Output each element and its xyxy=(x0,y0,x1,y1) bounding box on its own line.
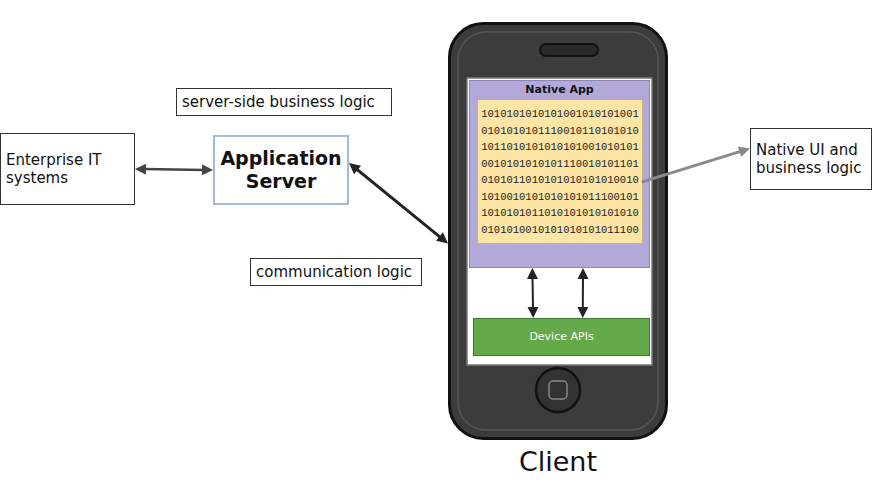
native-app-panel: Native App 1010101010101001010101001 0101… xyxy=(469,80,650,268)
arrow-head xyxy=(436,232,448,243)
node-text: server-side business logic xyxy=(182,93,375,111)
note-box: Native UI and business logic xyxy=(750,128,872,190)
node-text: communication logic xyxy=(256,263,412,281)
node-text: Client xyxy=(448,446,668,478)
arrow-head xyxy=(349,163,361,174)
arrow-head xyxy=(135,164,146,175)
system-box: Enterprise IT systems xyxy=(0,133,135,205)
node-text: Application Server xyxy=(220,147,342,193)
note-box: server-side business logic xyxy=(176,88,392,116)
note-box: communication logic xyxy=(250,258,422,286)
device-api-bar: Device APIs xyxy=(473,318,650,356)
connector-line xyxy=(356,169,441,238)
connector-arrow xyxy=(135,164,213,176)
node-text: Device APIs xyxy=(529,330,593,343)
binary-code-block: 1010101010101001010101001 01010101011100… xyxy=(477,99,643,244)
phone-client: ClientNative App101010101010100101010100… xyxy=(448,22,668,440)
connector-arrow xyxy=(349,163,448,244)
server-box: Application Server xyxy=(213,135,349,205)
node-text: Native App xyxy=(470,83,649,96)
arrow-head xyxy=(738,146,750,157)
node-text: 1010101010101001010101001 01010101011100… xyxy=(478,106,642,238)
arrow-head xyxy=(202,164,213,175)
connector-line xyxy=(144,168,204,171)
node-text: Native UI and business logic xyxy=(756,141,866,177)
node-text: Enterprise IT systems xyxy=(6,151,129,187)
